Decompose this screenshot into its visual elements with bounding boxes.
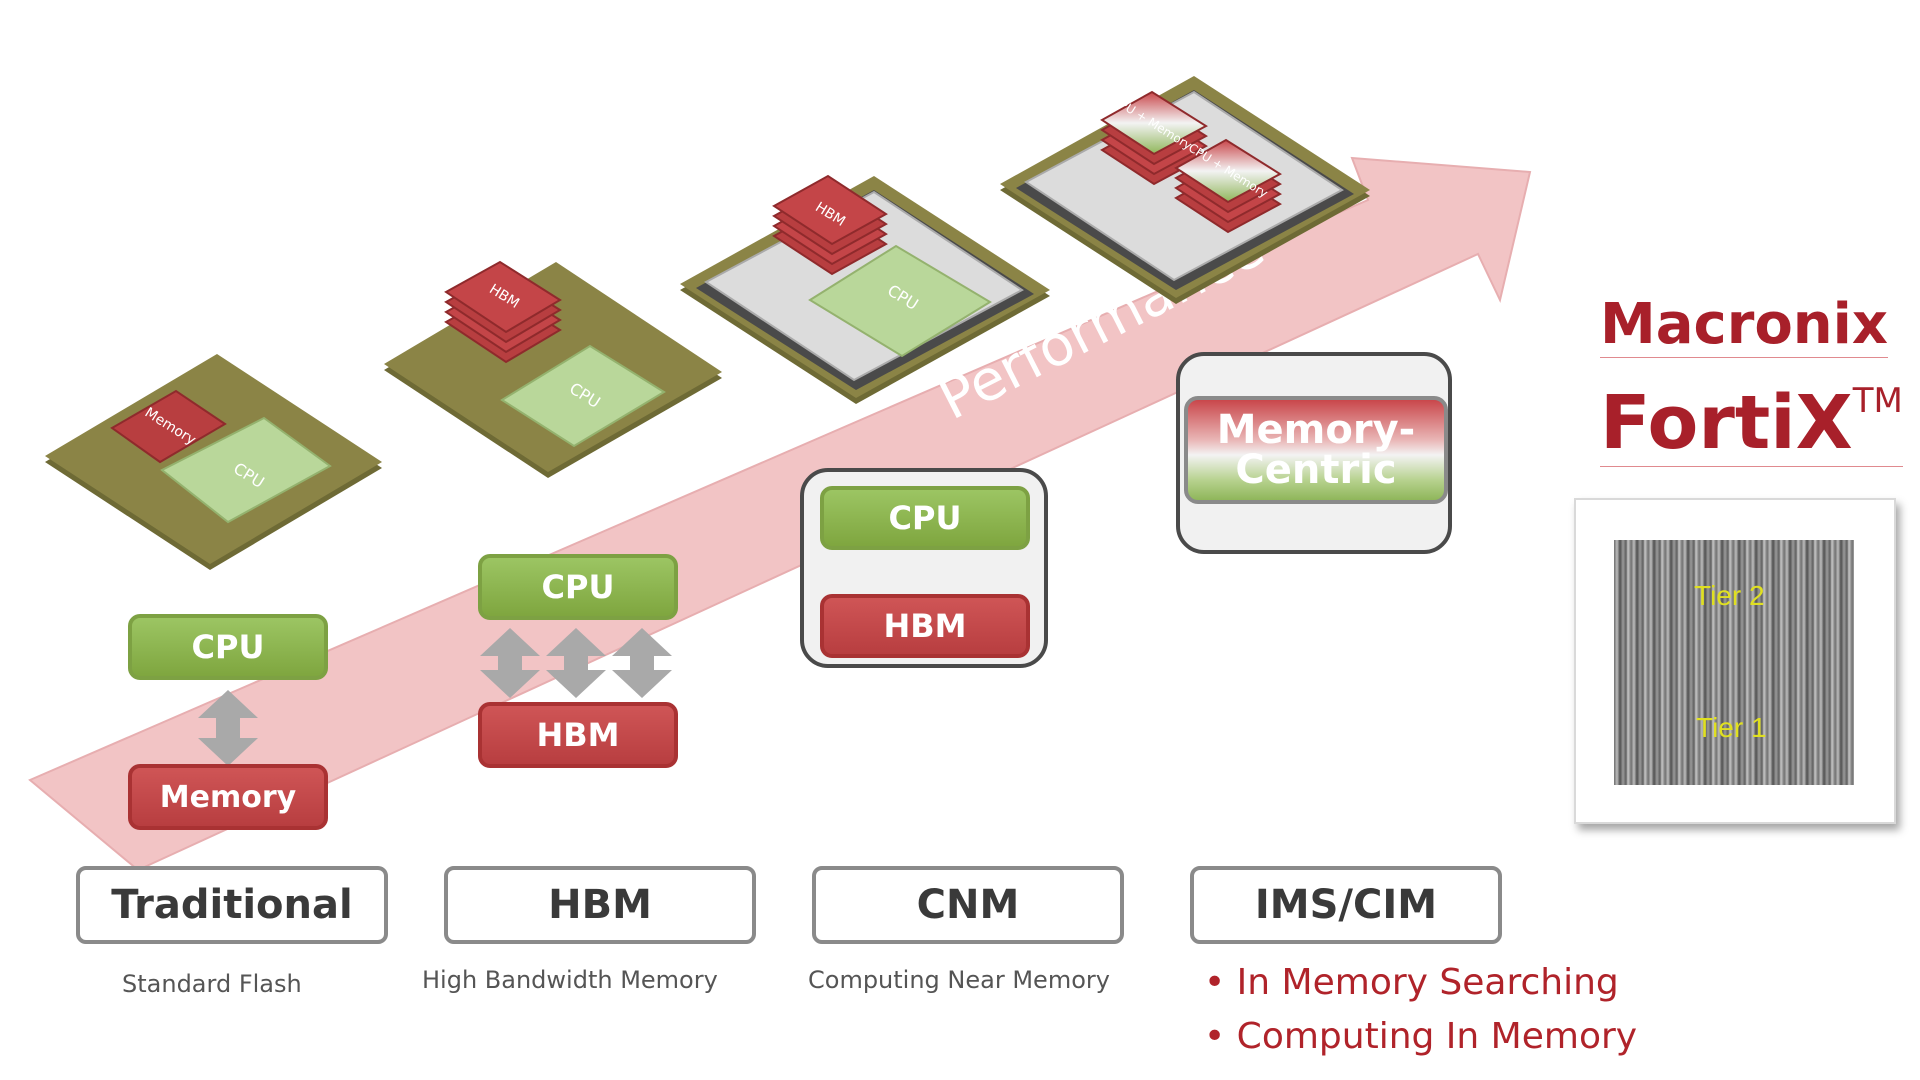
traditional-memory-box: Memory [128, 764, 328, 830]
label-cnm: CNM [812, 866, 1124, 944]
label-hbm: HBM [444, 866, 756, 944]
ims-board: CPU + Memory CPU + Memory [1000, 76, 1370, 304]
bullet-in-memory-searching: • In Memory Searching [1204, 962, 1619, 1003]
subtitle-traditional: Standard Flash [122, 970, 302, 998]
brand-fortix-text: FortiX [1600, 380, 1853, 466]
bullet-computing-in-memory: • Computing In Memory [1204, 1016, 1638, 1057]
label-ims-cim: IMS/CIM [1190, 866, 1502, 944]
hbm-board: HBM CPU [384, 260, 722, 478]
brand-tm: TM [1852, 381, 1903, 421]
hbm-cpu-box: CPU [478, 554, 678, 620]
traditional-board: Memory CPU [45, 354, 382, 570]
traditional-memory-chip [110, 389, 227, 464]
cnm-package-frame: CPU HBM [800, 468, 1048, 668]
ims-combined-chip-1 [1100, 90, 1208, 156]
ims-package-frame: Memory- Centric [1176, 352, 1452, 554]
cnm-memory-stack [772, 174, 888, 246]
subtitle-hbm: High Bandwidth Memory [422, 966, 718, 994]
traditional-cpu-box: CPU [128, 614, 328, 680]
hbm-memory-box: HBM [478, 702, 678, 768]
sem-micrograph: Tier 2 Tier 1 [1614, 540, 1854, 785]
cnm-cpu-box: CPU [820, 486, 1030, 550]
sem-tier-1-label: Tier 1 [1696, 712, 1767, 743]
sem-cross-section-image: Tier 2 Tier 1 [1574, 498, 1896, 824]
memory-centric-line2: Centric [1235, 447, 1397, 493]
hbm-cpu-chip [500, 344, 666, 448]
memory-centric-box: Memory- Centric [1184, 396, 1448, 504]
brand-fortix: FortiXTM [1600, 380, 1903, 467]
traditional-cpu-chip [160, 416, 332, 524]
hbm-double-arrows [480, 628, 672, 698]
cnm-board: HBM CPU [680, 174, 1050, 404]
label-traditional: Traditional [76, 866, 388, 944]
traditional-double-arrow [198, 690, 258, 766]
hbm-memory-stack [444, 260, 562, 334]
memory-centric-line1: Memory- [1216, 407, 1416, 453]
cnm-memory-box: HBM [820, 594, 1030, 658]
brand-macronix: Macronix [1600, 292, 1888, 358]
sem-tier-2-label: Tier 2 [1694, 580, 1765, 611]
subtitle-cnm: Computing Near Memory [808, 966, 1110, 994]
ims-combined-chip-2 [1174, 138, 1282, 204]
cnm-cpu-chip [808, 244, 992, 358]
